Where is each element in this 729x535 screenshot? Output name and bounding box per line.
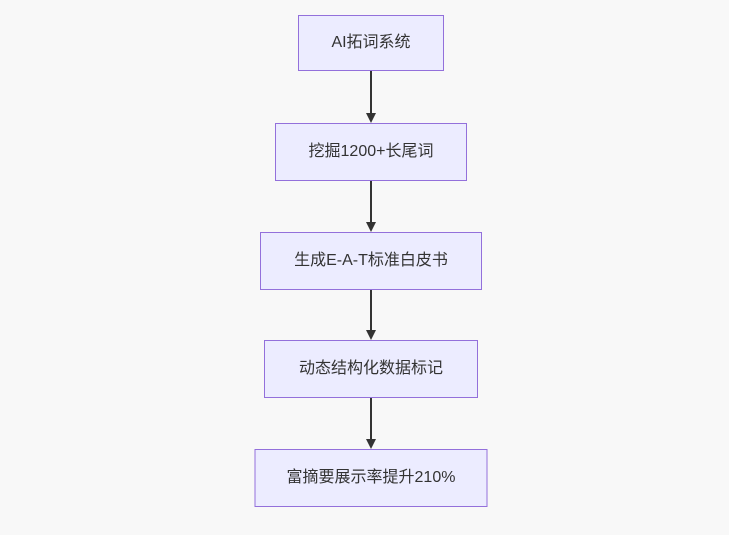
- arrowhead-down-icon: [366, 439, 376, 449]
- arrowhead-down-icon: [366, 222, 376, 232]
- flow-node-label: 动态结构化数据标记: [298, 360, 443, 377]
- flow-node-rich-snippet-result: 富摘要展示率提升210%: [254, 449, 488, 507]
- flow-node-label: 生成E-A-T标准白皮书: [294, 252, 448, 269]
- flow-node-longtail-mining: 挖掘1200+长尾词: [275, 123, 467, 181]
- arrow-line: [370, 181, 372, 222]
- flow-arrow-1: [366, 71, 376, 123]
- flow-node-structured-data-markup: 动态结构化数据标记: [264, 340, 478, 398]
- arrow-line: [370, 398, 372, 439]
- arrow-line: [370, 290, 372, 330]
- flow-arrow-3: [366, 290, 376, 340]
- flow-arrow-2: [366, 181, 376, 232]
- arrowhead-down-icon: [366, 330, 376, 340]
- arrowhead-down-icon: [366, 113, 376, 123]
- flow-node-ai-word-expansion: AI拓词系统: [298, 15, 444, 71]
- flow-node-label: 富摘要展示率提升210%: [286, 469, 456, 486]
- flow-node-eat-whitepaper: 生成E-A-T标准白皮书: [260, 232, 482, 290]
- flow-arrow-4: [366, 398, 376, 449]
- flow-node-label: 挖掘1200+长尾词: [308, 143, 434, 160]
- flow-node-label: AI拓词系统: [331, 34, 411, 51]
- arrow-line: [370, 71, 372, 113]
